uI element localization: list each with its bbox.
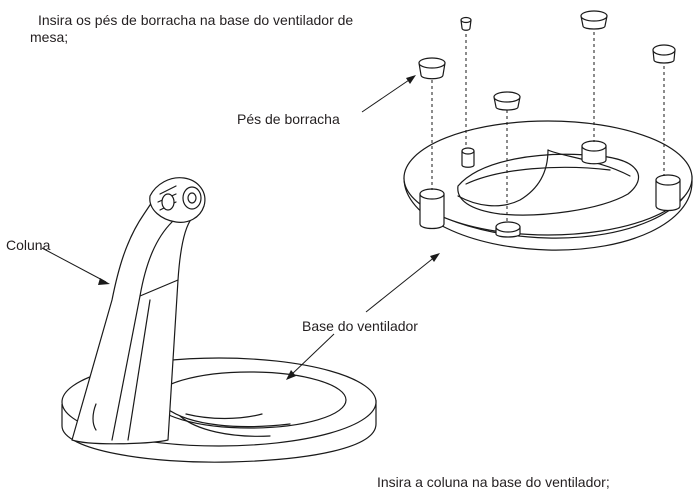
rubber-foot-5 — [652, 44, 676, 64]
arrow-base-up — [365, 253, 440, 313]
fan-base-top-view — [403, 10, 693, 251]
base-post-right — [655, 174, 681, 212]
label-rubber-feet: Pés de borracha — [237, 111, 340, 127]
base-post-front — [495, 221, 521, 238]
arrow-column — [41, 247, 110, 285]
column-and-base — [61, 177, 377, 463]
base-post-center — [461, 147, 475, 168]
base-post-left — [419, 188, 445, 230]
arrow-feet — [361, 75, 416, 113]
label-column: Coluna — [6, 237, 51, 253]
rubber-foot-4 — [580, 10, 608, 30]
instruction-bottom: Insira a coluna na base do ventilador; — [377, 474, 610, 490]
rubber-foot-1 — [418, 57, 446, 80]
instruction-top: Insira os pés de borracha na base do ven… — [30, 12, 354, 45]
arrow-base-down — [286, 333, 335, 380]
rubber-foot-3 — [493, 91, 521, 111]
base-post-back — [581, 140, 607, 165]
label-fan-base: Base do ventilador — [302, 318, 418, 334]
rubber-foot-2 — [460, 16, 472, 31]
